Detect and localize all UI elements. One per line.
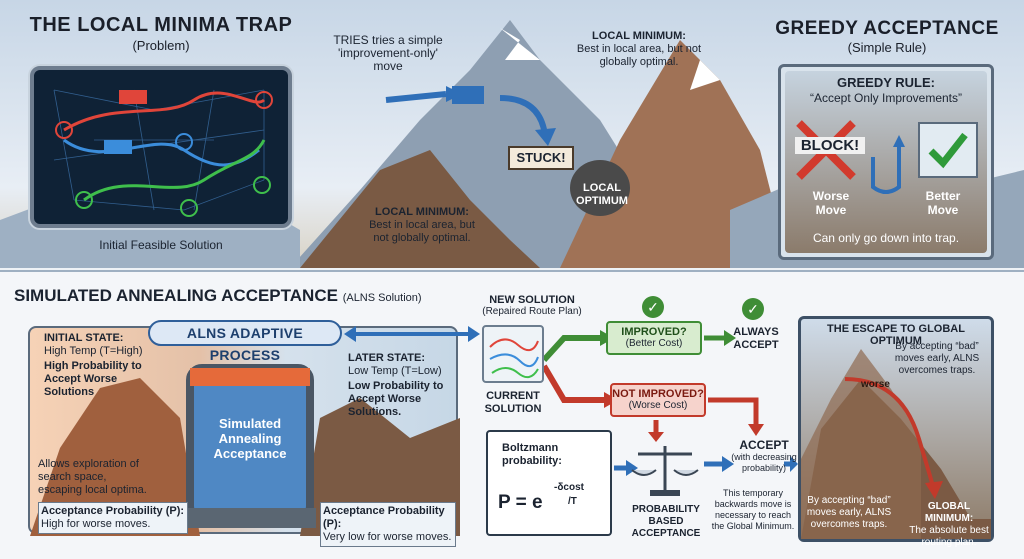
stuck-sign: STUCK! — [508, 146, 574, 170]
block-vs-better-graphic — [796, 120, 978, 194]
boltzmann-formula-box: Boltzmann probability: P = e -δcost /T — [486, 430, 612, 536]
global-minimum-note: GLOBAL MINIMUM: The absolute best routin… — [905, 501, 993, 549]
not-improved-title: NOT IMPROVED? — [612, 388, 704, 400]
improved-box: IMPROVED? (Better Cost) — [606, 321, 702, 355]
accept-title: ACCEPT — [739, 438, 789, 452]
scale-icon — [631, 446, 699, 496]
block-label: BLOCK! — [795, 137, 865, 154]
greedy-acceptance-title: GREEDY ACCEPTANCE — [775, 18, 999, 39]
simulated-annealing-title-row: SIMULATED ANNEALING ACCEPTANCE (ALNS Sol… — [14, 286, 474, 306]
simulated-annealing-title: SIMULATED ANNEALING ACCEPTANCE — [14, 286, 338, 305]
low-probability-box: Acceptance Probability (P): Very low for… — [320, 502, 456, 547]
backwards-move-note: This temporary backwards move is necessa… — [711, 488, 795, 531]
new-solution-title: NEW SOLUTION — [489, 294, 575, 306]
formula-exponent-denominator: /T — [568, 496, 577, 507]
current-solution-label: CURRENT SOLUTION — [484, 390, 542, 415]
not-improved-subtitle: (Worse Cost) — [628, 400, 688, 411]
boltzmann-title: Boltzmann probability: — [502, 442, 562, 467]
global-minimum-title: GLOBAL MINIMUM: — [924, 501, 974, 524]
low-probability-title: Acceptance Probability (P): — [323, 505, 445, 530]
formula-lhs: P = e — [498, 492, 543, 513]
accept-subtitle: (with decreasing probability) — [731, 452, 797, 473]
greedy-acceptance-subtitle: (Simple Rule) — [847, 40, 927, 55]
greedy-rule-body: “Accept Only Improvements” — [809, 91, 963, 105]
simulated-annealing-panel: Simulated Annealing Acceptance INITIAL S… — [28, 326, 460, 547]
local-optimum-label: LOCAL OPTIMUM — [576, 182, 628, 207]
escape-scene-graphic — [801, 349, 991, 539]
worse-path-label: worse — [861, 379, 890, 390]
initial-state-note: INITIAL STATE: High Temp (T=High) High P… — [44, 332, 164, 399]
local-minimum-bottom-title: LOCAL MINIMUM: — [375, 206, 469, 218]
initial-solution-caption: Initial Feasible Solution — [99, 238, 223, 252]
greedy-rule-footer: Can only go down into trap. — [812, 231, 960, 245]
local-minimum-top-body: Best in local area, but not globally opt… — [576, 43, 702, 68]
later-state-note: LATER STATE: Low Temp (T=Low) Low Probab… — [348, 352, 456, 419]
initial-state-desc: High Probability to Accept Worse Solutio… — [44, 360, 142, 398]
better-move-label: Better Move — [925, 189, 961, 217]
move-arrow-graphic — [385, 86, 556, 146]
initial-solution-network-panel — [30, 66, 292, 228]
greedy-rule-title: GREEDY RULE: — [837, 75, 935, 90]
greedy-rule-panel: GREEDY RULE: “Accept Only Improvements” … — [778, 64, 994, 260]
low-probability-value: Very low for worse moves. — [323, 531, 452, 543]
later-state-desc: Low Probability to Accept Worse Solution… — [348, 380, 444, 418]
local-minima-trap-subtitle: (Problem) — [132, 38, 190, 53]
current-solution-thumbnail — [482, 325, 544, 383]
escape-bottom-note: By accepting “bad” moves early, ALNS ove… — [806, 495, 892, 530]
flow-arrows-graphic — [344, 326, 798, 476]
always-accept-label: ALWAYS ACCEPT — [733, 326, 779, 351]
alns-adaptive-process-pill: ALNS ADAPTIVE PROCESS — [148, 320, 342, 363]
improved-title: IMPROVED? — [621, 326, 687, 338]
annealing-scene-graphic — [30, 364, 460, 536]
formula-exponent-numerator: -δcost — [554, 482, 584, 493]
not-improved-box: NOT IMPROVED? (Worse Cost) — [610, 383, 706, 417]
alns-solution-note: (ALNS Solution) — [342, 292, 422, 304]
local-minimum-top-note: LOCAL MINIMUM: Best in local area, but n… — [566, 30, 712, 69]
initial-state-temp: High Temp (T=High) — [44, 345, 143, 357]
probability-based-acceptance-label: PROBABILITY BASED ACCEPTANCE — [631, 504, 701, 539]
high-probability-value: High for worse moves. — [41, 518, 151, 530]
checkmark-icon: ✓ — [742, 298, 764, 320]
improved-subtitle: (Better Cost) — [625, 338, 683, 349]
annealing-vessel-label: Simulated Annealing Acceptance — [213, 416, 287, 461]
escape-top-note: By accepting “bad” moves early, ALNS ove… — [894, 341, 980, 376]
global-minimum-body: The absolute best routing plan. — [909, 525, 989, 548]
later-state-temp: Low Temp (T=Low) — [348, 365, 442, 377]
later-state-title: LATER STATE: — [348, 352, 425, 364]
tries-move-text: TRIES tries a simple 'improvement-only' … — [333, 33, 443, 73]
checkmark-icon: ✓ — [642, 296, 664, 318]
high-probability-box: Acceptance Probability (P): High for wor… — [38, 502, 188, 534]
new-solution-subtitle: (Repaired Route Plan) — [482, 306, 582, 317]
initial-state-title: INITIAL STATE: — [44, 332, 124, 344]
escape-title: THE ESCAPE TO GLOBAL OPTIMUM — [827, 323, 965, 347]
accept-decreasing-note: ACCEPT (with decreasing probability) — [726, 438, 802, 474]
route-network-graphic — [53, 89, 273, 217]
local-minimum-bottom-body: Best in local area, but not globally opt… — [369, 219, 475, 244]
local-minimum-top-title: LOCAL MINIMUM: — [592, 30, 686, 42]
local-minimum-bottom-note: LOCAL MINIMUM: Best in local area, but n… — [360, 206, 484, 245]
escape-global-optimum-panel: THE ESCAPE TO GLOBAL OPTIMUM By acceptin… — [798, 316, 994, 548]
high-probability-title: Acceptance Probability (P): — [41, 505, 185, 517]
worse-move-label: Worse Move — [812, 189, 850, 217]
local-minima-trap-title: THE LOCAL MINIMA TRAP — [29, 14, 293, 36]
exploration-note: Allows exploration of search space, esca… — [38, 458, 147, 496]
mini-route-graphic — [489, 338, 539, 379]
